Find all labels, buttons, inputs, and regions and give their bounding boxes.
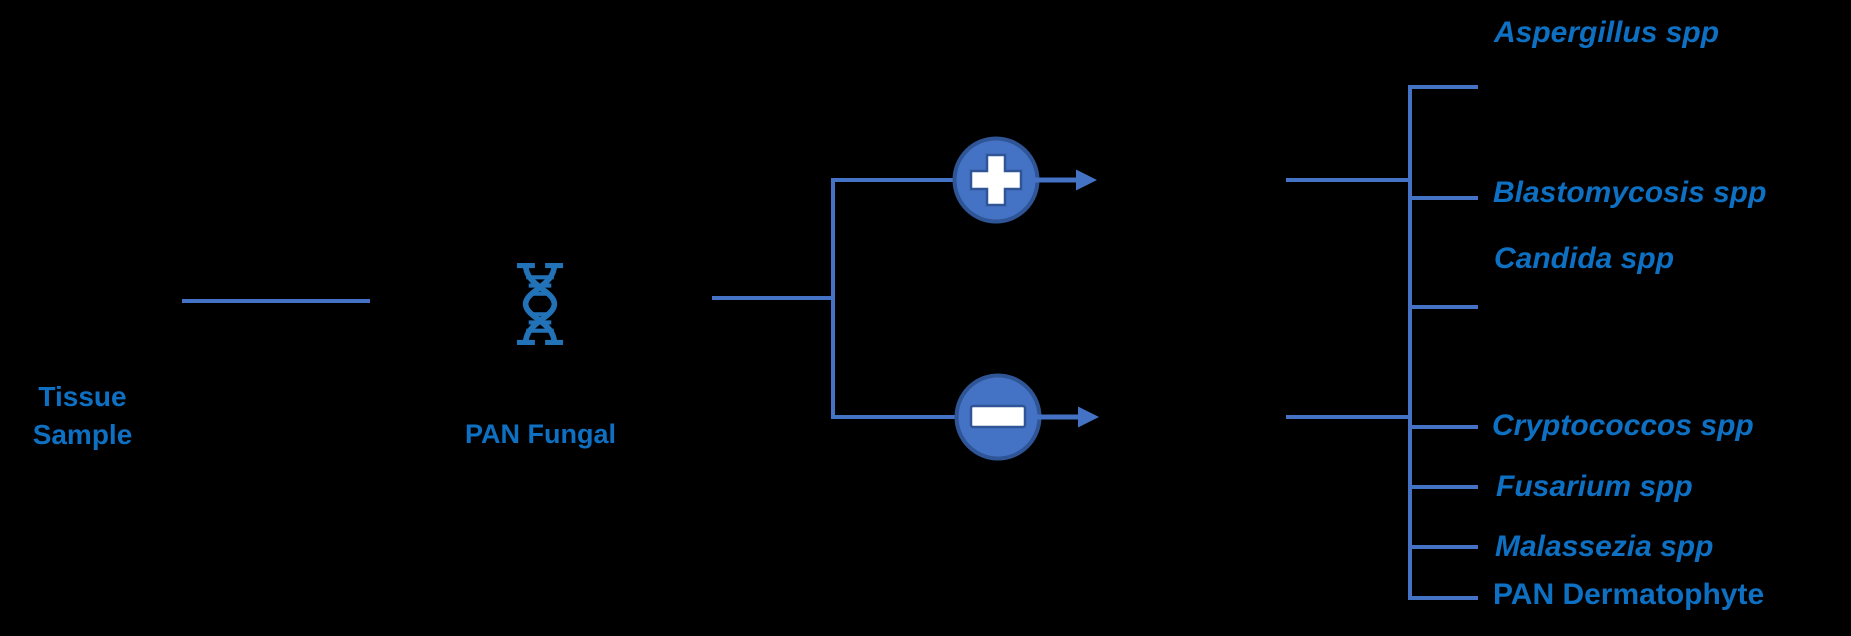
bracket-tick bbox=[1408, 596, 1478, 600]
bracket-tick bbox=[1408, 425, 1478, 429]
tissue-sample-label: Tissue Sample bbox=[32, 381, 133, 450]
positive-arrow-icon bbox=[1034, 168, 1098, 192]
species-label-fusarium: Fusarium spp bbox=[1496, 470, 1693, 503]
dna-helix-icon bbox=[513, 262, 567, 346]
bracket-tick bbox=[1408, 305, 1478, 309]
species-label-cryptococcos: Cryptococcos spp bbox=[1492, 409, 1754, 442]
tissue-source-line bbox=[182, 299, 370, 303]
bracket-tick bbox=[1408, 85, 1478, 89]
negative-connector-line bbox=[1286, 415, 1410, 419]
species-label-candida: Candida spp bbox=[1494, 242, 1675, 275]
species-label-malassezia: Malassezia spp bbox=[1495, 530, 1714, 563]
branch-stem-line bbox=[712, 296, 835, 300]
negative-branch-line bbox=[833, 415, 957, 419]
species-label-blastomycosis: Blastomycosis spp bbox=[1493, 176, 1767, 209]
pan-fungal-label: PAN Fungal bbox=[465, 419, 616, 449]
branch-vertical-line bbox=[831, 178, 835, 419]
plus-circle-icon bbox=[952, 136, 1040, 224]
negative-arrow-icon bbox=[1036, 405, 1100, 429]
bracket-tick bbox=[1408, 196, 1478, 200]
species-label-aspergillus: Aspergillus spp bbox=[1494, 16, 1720, 49]
species-label-pan-dermatophyte: PAN Dermatophyte bbox=[1493, 578, 1765, 611]
minus-circle-icon bbox=[954, 373, 1042, 461]
bracket-tick bbox=[1408, 485, 1478, 489]
bracket-tick bbox=[1408, 545, 1478, 549]
bracket-spine-line bbox=[1408, 85, 1412, 600]
positive-connector-line bbox=[1286, 178, 1410, 182]
positive-branch-line bbox=[833, 178, 955, 182]
